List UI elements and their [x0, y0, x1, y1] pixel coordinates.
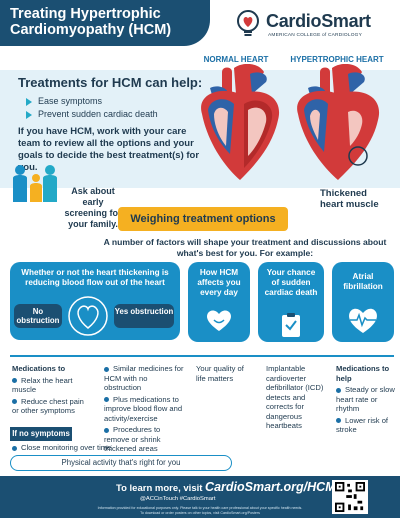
heart-outline-icon: [68, 296, 108, 336]
detail-no-obstruction: Medications to Relax the heart muscle Re…: [12, 364, 92, 416]
logo-subtitle: AMERICAN COLLEGE of CARDIOLOGY: [268, 33, 362, 38]
bullet-dot-icon: [336, 387, 341, 393]
lightbulb-heart-icon: [237, 10, 259, 36]
factor-afib-panel: Atrial fibrillation: [332, 262, 394, 342]
bullet-dot-icon: [336, 418, 341, 423]
no-obstruction-pill: No obstruction: [14, 304, 62, 328]
detail-yes-obstruction: Similar medicines for HCM with no obstru…: [104, 364, 186, 454]
detail-quality-of-life: Your quality of life matters: [196, 364, 244, 383]
hypertrophic-heart-label: HYPERTROPHIC HEART: [290, 55, 384, 64]
triangle-bullet-icon: [26, 97, 32, 106]
factor-daily-panel: How HCM affects you every day: [188, 262, 250, 342]
factor-afib-title: Atrial fibrillation: [343, 272, 383, 291]
bullet-dot-icon: [12, 378, 17, 383]
bullet-dot-icon: [12, 445, 17, 451]
cardiosmart-logo: CardioSmart AMERICAN COLLEGE of CARDIOLO…: [232, 6, 397, 46]
learn-more-link[interactable]: CardioSmart.org/HCM: [205, 480, 336, 494]
no-symptoms-label: If no symptoms: [10, 427, 72, 441]
fine-print: Information provided for educational pur…: [97, 506, 303, 515]
list-item: Procedures to remove or shrink thickened…: [104, 425, 161, 453]
detail-afib: Medications to help Steady or slow heart…: [336, 364, 395, 434]
list-item: Similar medicines for HCM with no obstru…: [104, 364, 184, 392]
clipboard-icon: [282, 313, 300, 337]
bullet-dot-icon: [12, 399, 17, 404]
family-icon: [13, 165, 57, 202]
list-item: Steady or slow heart rate or rhythm: [336, 385, 395, 413]
no-symptoms-item: Close monitoring over time: [12, 443, 132, 453]
physical-activity-note: Physical activity that's right for you: [10, 455, 232, 471]
bullet-dot-icon: [104, 366, 109, 372]
connector-line: [10, 355, 394, 357]
bullet-prevent-death: Prevent sudden cardiac death: [26, 109, 158, 119]
factors-intro: A number of factors will shape your trea…: [103, 237, 387, 258]
detail-icd: Implantable cardioverter defibrillator (…: [266, 364, 324, 430]
bullet-ease-symptoms: Ease symptoms: [26, 96, 102, 106]
bullet-dot-icon: [104, 427, 109, 433]
list-item: Plus medications to improve blood flow a…: [104, 394, 183, 423]
treatments-heading: Treatments for HCM can help:: [18, 75, 203, 90]
list-item: Reduce chest pain or other symptoms: [12, 396, 84, 415]
screening-note: Ask about early screening for your famil…: [64, 186, 122, 229]
hypertrophic-heart-illustration: [297, 64, 380, 180]
normal-heart-illustration: [201, 64, 280, 180]
thickened-label: Thickened heart muscle: [320, 188, 379, 210]
normal-heart-label: NORMAL HEART: [203, 55, 269, 64]
qr-code-icon[interactable]: [332, 480, 368, 514]
weighing-banner: Weighing treatment options: [118, 207, 288, 231]
factor-sudden-death-panel: Your chance of sudden cardiac death: [258, 262, 324, 342]
bullet-dot-icon: [104, 397, 109, 402]
factor-sudden-death-title: Your chance of sudden cardiac death: [264, 268, 318, 297]
learn-more: To learn more, visit CardioSmart.org/HCM: [116, 480, 336, 494]
social-handles: @ACCinTouch #CardioSmart: [140, 496, 216, 502]
factor-obstruction-title: Whether or not the heart thickening is r…: [21, 268, 169, 287]
triangle-bullet-icon: [26, 110, 32, 119]
factor-daily-title: How HCM affects you every day: [197, 268, 241, 297]
list-item: Lower risk of stroke: [336, 415, 389, 434]
logo-name: CardioSmart: [266, 11, 371, 31]
heartbeat-icon: [349, 308, 377, 333]
heart-smile-icon: [207, 310, 231, 331]
care-team-paragraph: If you have HCM, work with your care tea…: [18, 126, 200, 173]
yes-obstruction-pill: Yes obstruction: [114, 304, 174, 328]
list-item: Relax the heart muscle: [12, 375, 73, 394]
page-title: Treating Hypertrophic Cardiomyopathy (HC…: [0, 0, 210, 46]
